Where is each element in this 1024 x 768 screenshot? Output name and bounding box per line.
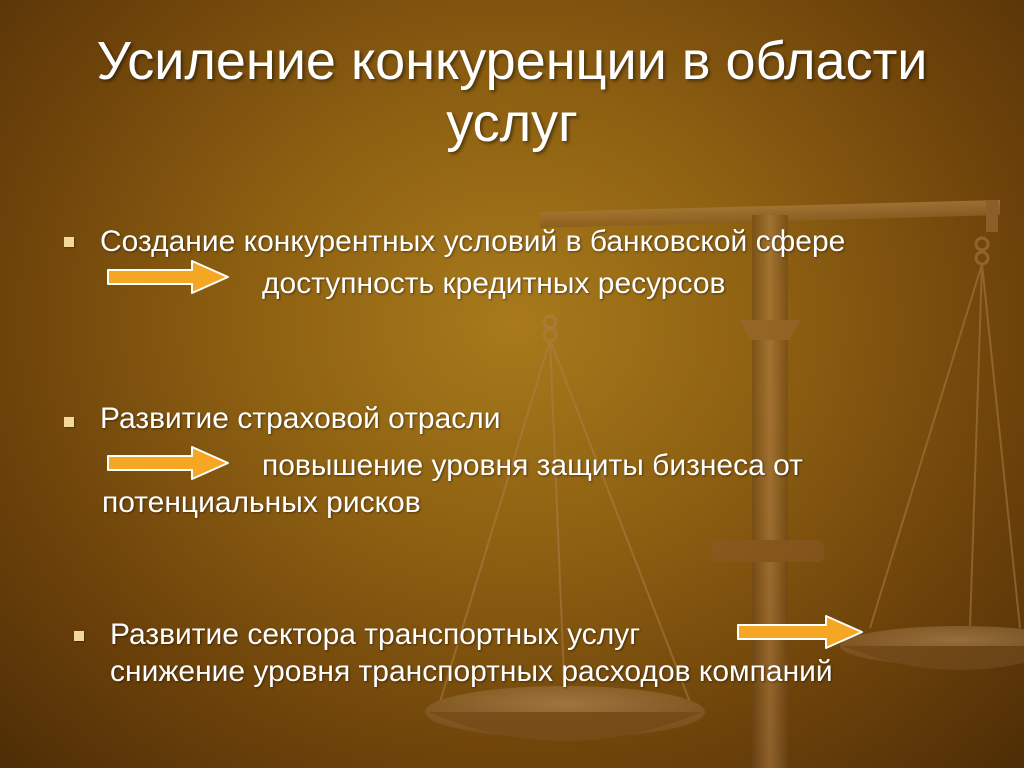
- right-arrow-icon: [737, 615, 863, 649]
- slide-title: Усиление конкуренции в области услуг: [96, 31, 928, 153]
- item-1-result: доступность кредитных ресурсов: [262, 267, 726, 300]
- item-1-heading: Создание конкурентных условий в банковск…: [100, 225, 846, 258]
- square-bullet-icon: [64, 237, 74, 247]
- item-2-result-line-2: потенциальных рисков: [102, 486, 421, 519]
- item-2-heading: Развитие страховой отрасли: [100, 402, 501, 435]
- item-3-result: снижение уровня транспортных расходов ко…: [110, 655, 833, 688]
- square-bullet-icon: [74, 631, 84, 641]
- item-2-result-line-1: повышение уровня защиты бизнеса от: [262, 449, 803, 482]
- right-arrow-icon: [107, 260, 229, 294]
- item-3-heading: Развитие сектора транспортных услуг: [110, 618, 641, 651]
- square-bullet-icon: [64, 417, 74, 427]
- right-arrow-icon: [107, 446, 229, 480]
